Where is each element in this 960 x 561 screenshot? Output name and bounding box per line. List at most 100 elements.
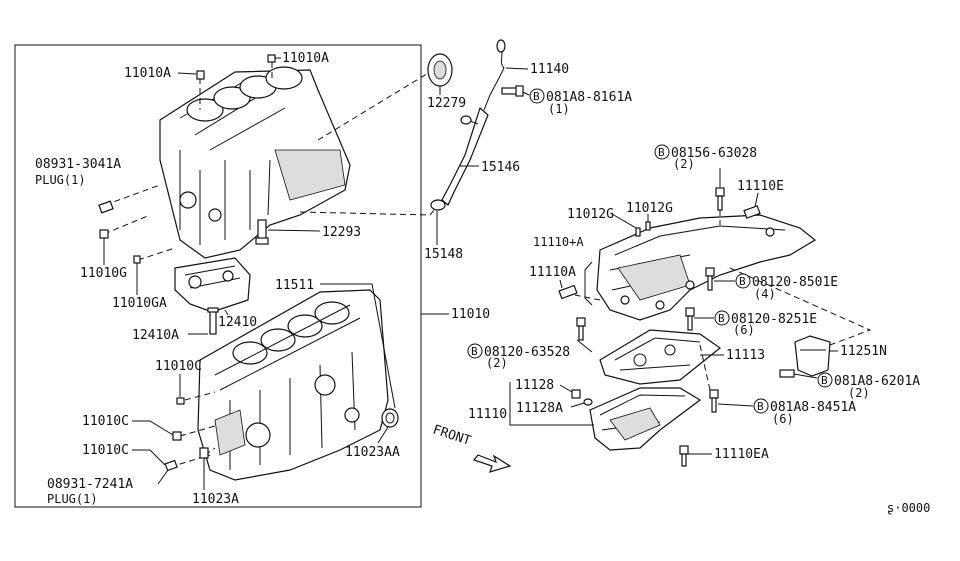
baffle-11113 xyxy=(599,329,722,385)
washer-11128A xyxy=(583,398,593,406)
label-081A8-8451A-qty: (6) xyxy=(772,412,794,426)
label-081A8-8451A: 081A8-8451A xyxy=(770,400,856,415)
label-081A8-8161A-qty: (1) xyxy=(548,102,570,116)
label-12293: 12293 xyxy=(322,225,361,240)
leader-11110 xyxy=(509,382,594,426)
bracket-11110plusA xyxy=(584,261,593,306)
bolt-081A8-8451A xyxy=(709,389,719,413)
guide-tube-15146 xyxy=(441,106,489,206)
oil-seal-12279 xyxy=(427,53,453,87)
label-08120-8251E-qty: (6) xyxy=(733,323,755,337)
dowel-11010G xyxy=(99,229,109,239)
bolt-symbol-6201A-letter: B xyxy=(821,374,828,387)
label-11010C-a: 11010C xyxy=(155,359,202,374)
plug-11023A xyxy=(199,447,209,459)
leader-8161A xyxy=(522,91,530,96)
bolt-08120-8251E xyxy=(685,307,695,331)
label-11140: 11140 xyxy=(530,62,569,77)
label-plug-bottom: PLUG(1) xyxy=(47,492,98,506)
bolt-symbol-63028-letter: B xyxy=(658,146,665,159)
label-11128: 11128 xyxy=(515,378,554,393)
guide-11010GA xyxy=(137,247,176,261)
bolt-symbol-8451A-letter: B xyxy=(757,400,764,413)
leader-6201A xyxy=(793,373,818,379)
leader-11128 xyxy=(559,384,573,393)
label-12410: 12410 xyxy=(218,315,257,330)
guide-plug-top xyxy=(104,184,161,206)
leader-08931-7241A xyxy=(157,469,169,485)
guide-11251N xyxy=(729,267,872,346)
guide-11010C-a xyxy=(184,391,216,401)
label-08120-8501E: 08120-8501E xyxy=(752,275,838,290)
label-08120-63528-qty: (2) xyxy=(486,356,508,370)
plug-top xyxy=(98,200,114,214)
label-15146: 15146 xyxy=(481,160,520,175)
bolt-symbol-8501E xyxy=(735,273,751,289)
bolt-symbol-8451A xyxy=(753,398,769,414)
label-11012G-a: 11012G xyxy=(567,207,614,222)
bracket-11251N xyxy=(794,335,831,377)
upper-cylinder-block xyxy=(159,66,351,259)
bolt-08156-63028 xyxy=(715,187,725,211)
oil-pan-lower xyxy=(589,387,702,451)
dowel-11010GA xyxy=(133,255,141,264)
label-08931-7241A: 08931-7241A xyxy=(47,477,133,492)
bolt-symbol-6201A xyxy=(817,372,833,388)
leader-11110E xyxy=(754,192,759,208)
label-08120-8501E-qty: (4) xyxy=(754,287,776,301)
bolt-symbol-8251E xyxy=(714,310,730,326)
label-08120-63528: 08120-63528 xyxy=(484,345,570,360)
bracket-12410 xyxy=(174,257,251,313)
label-11110: 11110 xyxy=(468,407,507,422)
label-plug-top: PLUG(1) xyxy=(35,173,86,187)
bolt-11110EA xyxy=(679,445,689,467)
leader-11010A-left xyxy=(177,72,197,75)
bolt-symbol-63528-letter: B xyxy=(471,345,478,358)
label-11010G: 11010G xyxy=(80,266,127,281)
label-11010C-b: 11010C xyxy=(82,414,129,429)
pin-11010C-b xyxy=(172,431,182,441)
label-08120-8251E: 08120-8251E xyxy=(731,312,817,327)
page-code: ʂ·0000 xyxy=(887,501,930,515)
label-11010A-left: 11010A xyxy=(124,66,171,81)
dipstick-11140 xyxy=(483,39,506,111)
bolt-symbol-8161A-letter: B xyxy=(533,90,540,103)
label-11010A: 11010A xyxy=(282,51,329,66)
label-11110A: 11110A xyxy=(529,265,576,280)
leader-11010C-b xyxy=(132,420,174,436)
leader-63528 xyxy=(576,339,593,353)
lower-cylinder-block xyxy=(197,289,389,481)
bolt-081A8-8161A xyxy=(501,85,524,97)
label-11023AA: 11023AA xyxy=(345,445,400,460)
label-15148: 15148 xyxy=(424,247,463,262)
label-11110EA: 11110EA xyxy=(714,447,769,462)
guide-12279 xyxy=(317,71,431,141)
leader-11010C-c xyxy=(132,449,166,466)
label-11251N: 11251N xyxy=(840,344,887,359)
bolt-symbol-8251E-letter: B xyxy=(718,312,725,325)
guide-11010C-b xyxy=(179,425,216,437)
leader-11012G-a xyxy=(611,213,637,229)
label-081A8-8161A: 081A8-8161A xyxy=(546,90,632,105)
label-11010GA: 11010GA xyxy=(112,296,167,311)
leader-12293 xyxy=(267,229,321,232)
gasket-15148 xyxy=(430,199,446,211)
label-11110E: 11110E xyxy=(737,179,784,194)
label-11113: 11113 xyxy=(726,348,765,363)
leader-11110A xyxy=(559,279,563,289)
leader-11511 xyxy=(320,283,396,409)
label-11023A: 11023A xyxy=(192,492,239,507)
label-08931-3041A: 08931-3041A xyxy=(35,157,121,172)
leader-8451A xyxy=(717,403,754,407)
leader-11128A xyxy=(570,402,585,408)
bolt-08120-63528 xyxy=(576,317,586,341)
stud-11010D xyxy=(196,70,205,80)
dowel-11012G-a xyxy=(635,227,641,237)
bolt-12410A xyxy=(207,307,219,335)
bolt-081A8-6201A xyxy=(779,369,795,378)
label-12410A: 12410A xyxy=(132,328,179,343)
bolt-symbol-63528 xyxy=(467,343,483,359)
guide-8451A xyxy=(699,344,711,391)
label-08156-63028: 08156-63028 xyxy=(671,146,757,161)
front-arrow xyxy=(472,454,512,473)
